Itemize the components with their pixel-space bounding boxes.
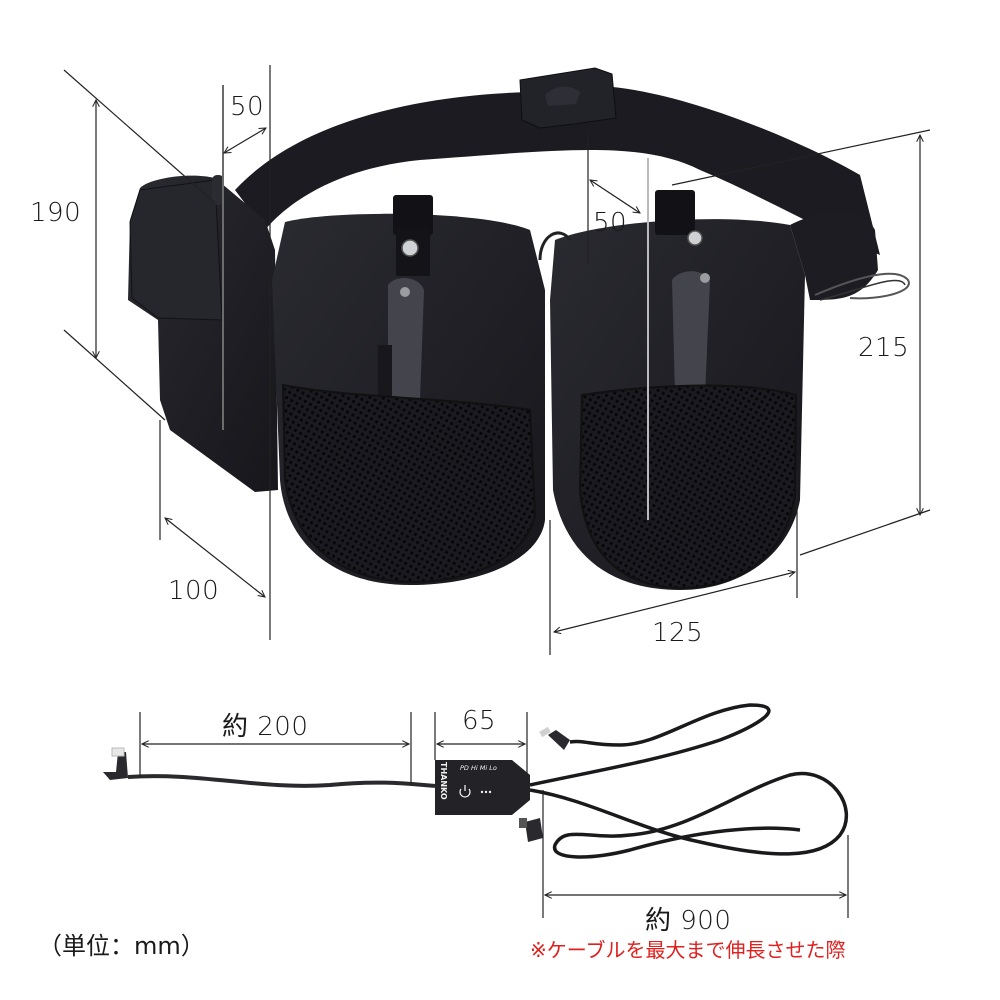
bag-dimension-lines <box>63 65 931 655</box>
cable-extension-note: ※ケーブルを最大まで伸長させた際 <box>530 938 846 962</box>
dim-fan-pocket-depth: 125 <box>652 618 704 648</box>
power-icon <box>459 785 471 798</box>
dc-plug-icon <box>548 730 570 750</box>
dim-branch-cable-length: 約 900 <box>645 906 732 936</box>
led-dots-icon <box>480 790 492 794</box>
connector-cable <box>538 231 572 261</box>
controller-box <box>435 760 530 815</box>
left-tab <box>393 195 433 235</box>
snap-button <box>687 230 703 246</box>
controller-brand: THANKO <box>439 762 448 800</box>
snap-button <box>401 239 419 257</box>
left-mesh <box>281 383 537 584</box>
cable-dimension-lines <box>139 712 849 918</box>
belt-clip <box>388 278 424 409</box>
waist-bag <box>128 67 910 590</box>
belt-strap <box>235 86 880 255</box>
dim-controller-length: 65 <box>462 706 497 736</box>
controller-cable <box>103 703 848 859</box>
dim-usb-cable-length: 約 200 <box>222 712 309 742</box>
usb-c-plug-icon <box>103 752 128 780</box>
controller-mode-labels: PD Hi Mi Lo <box>460 764 497 772</box>
dim-left-pocket-depth: 100 <box>168 576 220 606</box>
dim-left-pocket-width: 50 <box>230 92 265 122</box>
cable-coil <box>814 272 910 300</box>
dim-left-pocket-height: 190 <box>30 198 82 228</box>
dim-fan-pocket-width: 50 <box>593 208 628 238</box>
belt-clip <box>672 271 710 403</box>
right-tab <box>655 190 695 235</box>
dc-plug-icon <box>525 818 543 842</box>
right-mesh <box>578 384 798 590</box>
dim-fan-pocket-height: 215 <box>858 333 910 363</box>
unit-note: （単位：mm） <box>38 932 205 960</box>
